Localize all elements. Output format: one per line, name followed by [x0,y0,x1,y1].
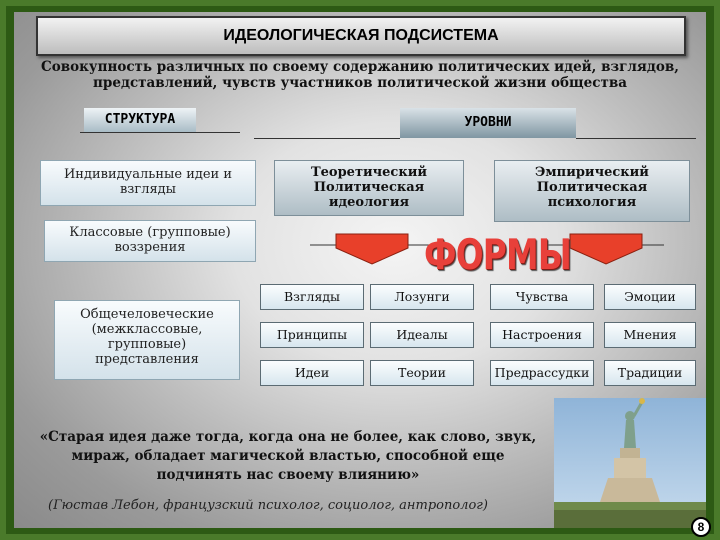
statue-of-liberty-icon [554,398,706,528]
levels-line-left [254,138,400,139]
quote-author: (Гюстав Лебон, французский психолог, соц… [48,498,488,513]
structure-item-individual: Индивидуальные идеи и взгляды [40,160,256,206]
form-cell: Традиции [604,360,696,386]
form-cell: Идеи [260,360,364,386]
form-cell: Предрассудки [490,360,594,386]
forms-header: ФОРМЫ [424,230,572,279]
structure-underline [80,132,240,133]
arrows-layer [310,233,664,265]
subtitle: Совокупность различных по своему содержа… [41,59,679,91]
structure-item-class: Классовые (групповые) воззрения [44,220,256,262]
form-cell: Идеалы [370,322,474,348]
levels-header: УРОВНИ [400,108,576,138]
level-theoretical: Теоретический Политическая идеология [274,160,464,216]
form-cell: Принципы [260,322,364,348]
level-empirical-name: Эмпирический [535,165,649,180]
page-number: 8 [691,517,711,537]
level-empirical-desc: Политическая психология [536,180,648,210]
level-theoretical-desc: Политическая идеология [313,180,425,210]
structure-header: СТРУКТУРА [84,108,196,132]
form-cell: Взгляды [260,284,364,310]
form-cell: Мнения [604,322,696,348]
levels-line-right [576,138,696,139]
form-cell: Теории [370,360,474,386]
slide-title: ИДЕОЛОГИЧЕСКАЯ ПОДСИСТЕМА [36,16,686,56]
form-cell: Лозунги [370,284,474,310]
down-arrow-icon [335,233,409,265]
structure-item-universal: Общечеловеческие (межклассовые, групповы… [54,300,240,380]
level-empirical: Эмпирический Политическая психология [494,160,690,222]
statue-of-liberty-photo [554,398,706,528]
quote: «Старая идея даже тогда, когда она не бо… [39,429,537,483]
down-arrow-icon [569,233,643,265]
level-theoretical-name: Теоретический [310,165,428,180]
form-cell: Чувства [490,284,594,310]
form-cell: Настроения [490,322,594,348]
slide: ИДЕОЛОГИЧЕСКАЯ ПОДСИСТЕМА Совокупность р… [14,12,706,528]
form-cell: Эмоции [604,284,696,310]
